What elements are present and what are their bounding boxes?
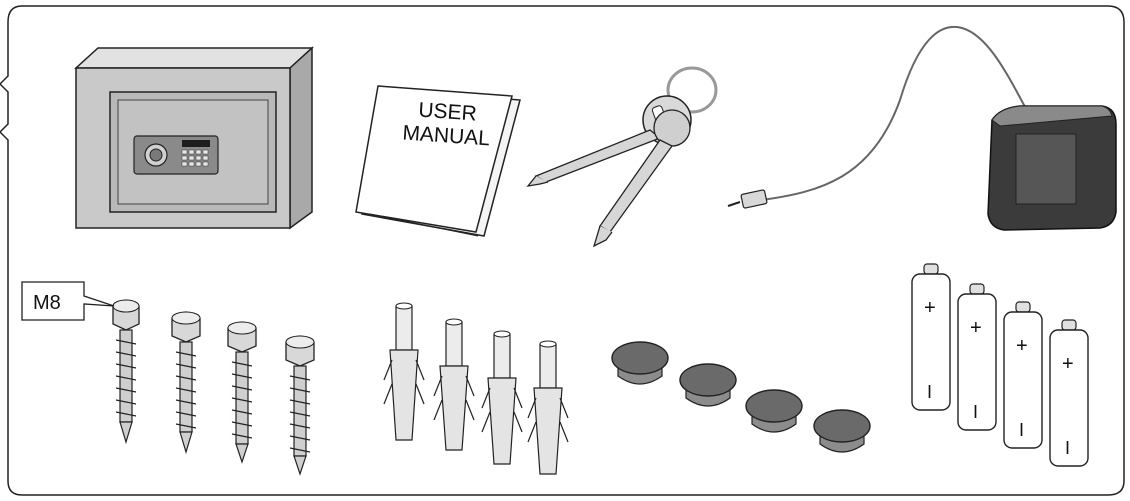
keys-illustration: [528, 68, 716, 246]
safe-illustration: [76, 48, 312, 228]
lag-screw: [172, 312, 200, 452]
lag-screw: [113, 300, 139, 442]
battery-minus-label: I: [1019, 420, 1024, 440]
wall-anchor: [528, 341, 568, 474]
lag-screw: [228, 322, 256, 462]
aa-battery: + I: [1004, 302, 1042, 448]
rubber-cap: [680, 364, 736, 406]
battery-plus-label: +: [1016, 335, 1028, 357]
wall-anchors-group: [384, 303, 568, 474]
battery-plus-label: +: [924, 297, 936, 319]
rubber-caps-group: [612, 342, 870, 452]
rubber-cap: [814, 410, 870, 452]
lag-screw: [286, 336, 314, 474]
manual-title-line1: USER: [418, 99, 478, 126]
screw-size-label: M8: [33, 292, 61, 314]
wall-anchor: [482, 331, 522, 464]
battery-plus-label: +: [970, 317, 982, 339]
user-manual-illustration: USER MANUAL: [356, 86, 520, 236]
battery-minus-label: I: [1065, 438, 1070, 458]
aa-battery: + I: [1050, 320, 1088, 466]
screw-size-callout: M8: [22, 282, 114, 320]
external-battery-pack-illustration: [728, 27, 1116, 230]
rubber-cap: [612, 342, 668, 384]
battery-plus-label: +: [1062, 353, 1074, 375]
aa-battery: + I: [912, 264, 950, 410]
lag-screws-group: [113, 300, 314, 474]
wall-anchor: [434, 319, 474, 450]
batteries-group: + I + I + I + I: [912, 264, 1088, 466]
battery-minus-label: I: [973, 402, 978, 422]
battery-minus-label: I: [927, 382, 932, 402]
aa-battery: + I: [958, 284, 996, 430]
rubber-cap: [746, 390, 802, 432]
wall-anchor: [384, 303, 424, 440]
